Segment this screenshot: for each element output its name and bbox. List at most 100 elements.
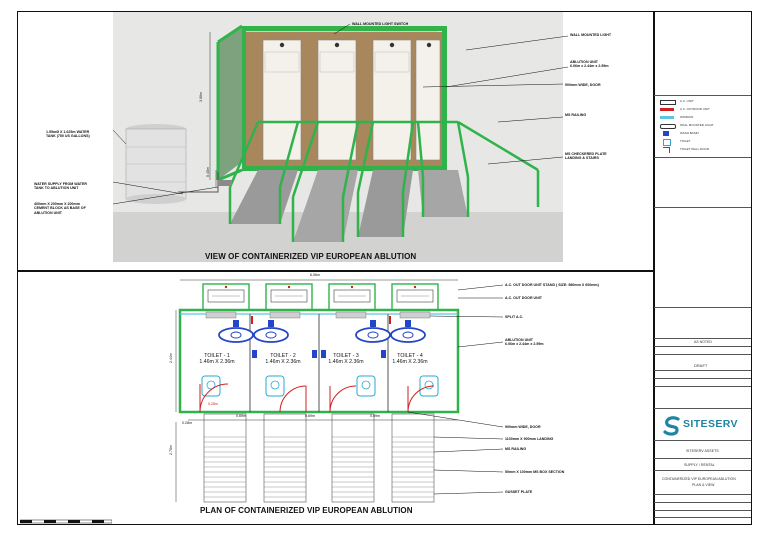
toilet-1-size: 1.46m X 2.36m [199,359,235,365]
wash-basin-4 [390,320,426,343]
water-tank [125,124,187,204]
legend-swatch [660,100,676,105]
callout-checkered-plate-line2: LANDING & STAIRS [565,156,599,161]
stair-landings [203,413,435,503]
callout-ms-railing: MS RAILING [565,113,587,117]
ac-outdoor-unit-3 [328,283,376,311]
elevation-view [112,12,569,262]
callout-cement-block-line1: 400mm X 200mm X 200mm [34,202,80,206]
callout-plan-ablution: ABLUTION UNIT 6.06m x 2.44m x 2.59m [505,338,544,347]
legend-swatch [660,124,676,129]
callout-ablution-unit-line2: 6.06m x 2.44m x 2.59m [570,64,609,69]
callout-cement-block-line2: CEMENT BLOCK AS BASE OF [34,206,86,211]
title-block-divider [653,11,655,525]
scale-bar [20,519,112,524]
legend-item-6: TOILET [658,138,748,146]
elevation-height-dim: 3.00m [199,92,203,102]
plan-dim-d5: 0.69m [370,414,380,418]
legend-label: TOILET WALL DOOR [680,147,710,151]
container-frame-left [242,26,246,171]
callout-ablution-unit-line1: ABLUTION UNIT [570,60,598,64]
plan-dim-d4: 0.69m [305,414,315,418]
wash-basin-3 [355,320,391,343]
door-2 [317,39,357,161]
callout-plan-railing: MS RAILING [505,447,527,451]
callout-box-section: 50mm X 100mm MS BOX SECTION [505,470,565,474]
title-block: A.C. UNIT A.C. OUTDOOR UNIT WINDOW WALL … [654,12,751,524]
cement-block [218,180,232,186]
stair-2 [291,121,360,242]
drawing-title-line1: CONTAINERIZED VIP EUROPEAN ABLUTION [662,477,736,481]
callout-water-supply-line2: TANK TO ABLUTION UNIT [34,186,79,191]
callout-door: 900mm WIDE, DOOR [565,83,601,87]
legend-swatch [663,131,669,136]
callout-water-tank-line1: 1.55mØ X 1.625m WATER [46,130,90,134]
plan-dim-d2: 0.28m [182,421,192,425]
logo-mark-icon [663,416,680,436]
legend-swatch [663,139,671,146]
legend: A.C. UNIT A.C. OUTDOOR UNIT WINDOW WALL … [658,98,748,154]
toilet-pan-1 [201,375,221,397]
toilet-2-size: 1.46m X 2.36m [265,359,301,365]
callout-landing: 1100mm X 900mm LANDING [505,437,554,441]
plan-view [175,279,504,503]
wash-basin-2 [253,320,289,343]
purpose-label: SUPPLY / RENTAL [684,463,715,467]
toilet-label-2: TOILET - 2 1.46m X 2.36m [258,353,308,365]
callout-plan-ablution-line2: 6.06m x 2.44m x 2.59m [505,342,544,347]
toilet-label-3: TOILET - 3 1.46m X 2.36m [321,353,371,365]
callout-checkered-plate: MS CHECKERED PLATE LANDING & STAIRS [565,152,607,161]
ac-outdoor-unit-2 [265,283,313,311]
water-supply-pipe [178,172,219,193]
plan-dim-d1: 0.28m [208,402,218,406]
callout-water-tank: 1.55mØ X 1.625m WATER TANK (750 US GALLO… [46,130,90,139]
ac-outdoor-unit-1 [202,283,250,311]
logo-wordmark: SITESERV [683,418,738,430]
container-frame-top [242,26,446,31]
legend-item-1: A.C. UNIT [658,98,748,106]
callout-ac-outdoor: A.C. OUT DOOR UNIT [505,296,542,300]
callout-plan-door: 900mm WIDE, DOOR [505,425,541,429]
legend-label: WALL MOUNTED LIGHT [680,123,714,127]
view-plan-divider [18,270,653,272]
toilet-label-1: TOILET - 1 1.46m X 2.36m [192,353,242,365]
client-name: SITESERV ASSETS [686,449,719,453]
callout-water-supply-line1: WATER SUPPLY FROM WATER [34,182,87,186]
callout-water-tank-line2: TANK (750 US GALLONS) [46,134,90,139]
toilet-pan-3 [356,375,376,397]
legend-item-3: WINDOW [658,114,748,122]
callout-light-switch: WALL MOUNTED LIGHT SWITCH [352,22,409,26]
stair-4 [416,120,540,217]
toilet-label-4: TOILET - 4 1.46m X 2.36m [385,353,435,365]
container-end-wall [218,26,242,180]
toilet-pan-2 [265,375,285,397]
plan-stair-length: 2.70m [169,445,173,455]
split-ac-units [205,311,431,319]
door-3 [372,39,412,161]
callout-cement-block: 400mm X 200mm X 200mm CEMENT BLOCK AS BA… [34,202,86,215]
callout-wall-light: WALL MOUNTED LIGHT [570,33,612,37]
toilet-3-size: 1.46m X 2.36m [328,359,364,365]
legend-label: TOILET [680,139,691,143]
stair-1 [228,121,300,224]
legend-swatch [660,116,674,119]
callout-plan-ablution-line1: ABLUTION UNIT [505,338,533,342]
toilet-3-name: TOILET - 3 [333,353,359,359]
plan-overall-width: 2.44m [169,353,173,363]
status-label: DRAFT [694,363,708,368]
plan-overall-length: 6.06m [310,273,320,277]
elevation-base-dim: 0.45m [206,167,210,177]
callout-ac-stand: A.C. OUT DOOR UNIT STAND ( SIZE: 980mm X… [505,283,599,287]
container-frame-right [442,26,447,171]
legend-item-2: A.C. OUTDOOR UNIT [658,106,748,114]
callout-cement-block-line3: ABLUTION UNIT [34,210,62,215]
toilet-4-size: 1.46m X 2.36m [392,359,428,365]
elevation-title: VIEW OF CONTAINERIZED VIP EUROPEAN ABLUT… [205,252,417,261]
plan-dim-d3: 0.69m [236,414,246,418]
legend-item-4: WALL MOUNTED LIGHT [658,122,748,130]
toilet-2-name: TOILET - 2 [270,353,296,359]
door-1 [262,39,302,161]
legend-label: WASH BASIN [680,131,699,135]
callout-checkered-plate-line1: MS CHECKERED PLATE [565,152,607,156]
callout-ablution-unit: ABLUTION UNIT 6.06m x 2.44m x 2.59m [570,60,609,69]
